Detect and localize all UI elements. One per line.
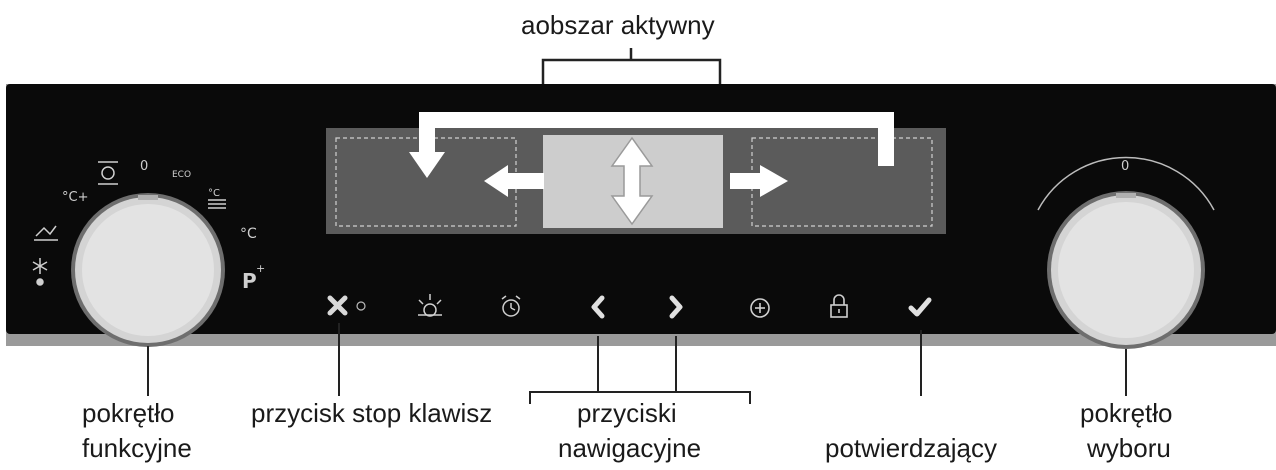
- dial-mark-sparkle: +: [256, 262, 265, 275]
- selector-knob[interactable]: 0: [1037, 156, 1215, 349]
- fan-heater-icon: [98, 161, 118, 185]
- display: [326, 112, 946, 234]
- dial-mark-deg-c-plus: °C+: [62, 190, 88, 205]
- alarm-clock-icon: [501, 295, 521, 317]
- plus-circle-icon: [750, 298, 770, 318]
- favourite-button[interactable]: [750, 298, 770, 318]
- right-arrow-icon: [730, 165, 788, 197]
- lamp-icon: [418, 294, 442, 317]
- confirm-button[interactable]: [908, 297, 932, 317]
- up-down-arrow-icon: [610, 136, 654, 226]
- stop-button[interactable]: [327, 295, 366, 316]
- label-selector-knob-line2: wyboru: [1087, 433, 1171, 463]
- selector-arc: [1037, 156, 1215, 211]
- prev-button[interactable]: [591, 295, 605, 319]
- label-confirm: potwierdzający: [825, 433, 997, 463]
- label-selector-knob-line1: pokrętło: [1080, 398, 1173, 428]
- grill-icon: [34, 225, 58, 241]
- lock-button[interactable]: [830, 294, 848, 318]
- cycle-arrow: [419, 112, 894, 166]
- light-button[interactable]: [418, 294, 442, 317]
- label-nav-line1: przyciski: [577, 398, 677, 428]
- next-button[interactable]: [669, 295, 683, 319]
- top-heat-tray-icon: [208, 199, 226, 209]
- active-area-bracket: [541, 48, 722, 84]
- label-active-area: aobszar aktywny: [521, 10, 715, 40]
- function-knob[interactable]: [71, 193, 225, 347]
- dial-mark-eco: ECO: [172, 170, 191, 180]
- timer-button[interactable]: [501, 295, 521, 317]
- dial-mark-program-p: P: [242, 269, 257, 293]
- cycle-arrow-head: [409, 152, 445, 178]
- chevron-left-icon: [591, 295, 605, 319]
- label-function-knob-line2: funkcyjne: [82, 433, 192, 463]
- label-stop-button: przycisk stop klawisz: [251, 398, 493, 428]
- leader-lines: [147, 323, 1127, 404]
- selector-mark-zero: 0: [1121, 159, 1129, 174]
- dial-mark-deg-c-top: °C: [208, 188, 220, 199]
- dial-mark-deg-c-right: °C: [240, 226, 257, 242]
- function-dial-marks: 0 ECO °C+ °C °C P +: [32, 159, 265, 293]
- left-arrow-icon: [484, 165, 544, 197]
- nav-bracket: [529, 391, 751, 404]
- padlock-icon: [830, 294, 848, 318]
- chevron-right-icon: [669, 295, 683, 319]
- label-nav-line2: nawigacyjne: [558, 433, 702, 463]
- checkmark-icon: [908, 297, 932, 317]
- label-function-knob-line1: pokrętło: [82, 398, 175, 428]
- stop-x-icon: [327, 295, 348, 316]
- defrost-icon: [32, 258, 48, 286]
- dial-mark-zero: 0: [140, 159, 148, 174]
